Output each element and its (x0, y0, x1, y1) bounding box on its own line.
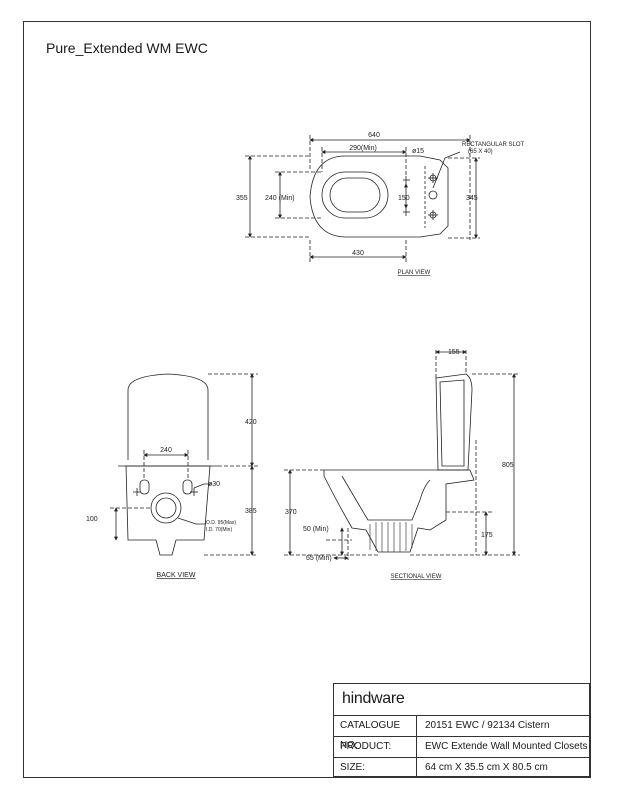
title-block-row-size: SIZE: 64 cm X 35.5 cm X 80.5 cm (334, 758, 589, 778)
back-view-caption: BACK VIEW (157, 572, 196, 579)
plan-dim-355: 355 (236, 195, 248, 202)
size-label: SIZE: (334, 758, 417, 778)
back-dim-30: ø30 (208, 481, 220, 488)
plan-dim-290: 290(Min) (349, 145, 377, 152)
title-block: hindware CATALOGUE NO: 20151 EWC / 92134… (333, 683, 590, 778)
brand-logo: hindware (334, 684, 589, 716)
section-dim-370: 370 (285, 509, 297, 516)
back-bowl (125, 465, 211, 556)
drawing-title: Pure_Extended WM EWC (46, 40, 208, 56)
catalogue-value: 20151 EWC / 92134 Cistern (425, 720, 550, 731)
plan-dim-640: 640 (368, 132, 380, 139)
sectional-view-labels: 155 805 370 50 (Min) 175 65 (Min) SECTIO… (285, 349, 514, 580)
back-dim-30-leader (193, 483, 212, 489)
plan-view-labels: 640 290(Min) ø15 RECTANGULAR SLOT (65 X … (236, 132, 525, 276)
back-view-labels: 420 240 ø30 385 100 O.D. 95(Max) I.D. 70… (86, 419, 257, 579)
plan-dim-15: ø15 (412, 148, 424, 155)
section-dim-805: 805 (502, 462, 514, 469)
back-dim-240: 240 (160, 447, 172, 454)
back-view (110, 373, 258, 556)
back-dim-100: 100 (86, 516, 98, 523)
plan-cistern (419, 155, 449, 238)
plan-slot-leader (432, 151, 461, 189)
back-outlet-leader (177, 517, 206, 525)
section-dim-65: 65 (Min) (306, 555, 332, 562)
title-block-row-product: PRODUCT: EWC Extende Wall Mounted Closet… (334, 737, 589, 758)
back-cistern (127, 373, 209, 460)
product-label: PRODUCT: (334, 737, 417, 757)
plan-view-caption: PLAN VIEW (398, 270, 431, 276)
plan-dim-240: 240 (Min) (265, 195, 295, 202)
plan-bowl-outline (309, 155, 420, 238)
plan-seat (321, 171, 389, 219)
section-dim-155: 155 (448, 349, 460, 356)
product-value: EWC Extende Wall Mounted Closets (425, 741, 588, 752)
section-dim-50: 50 (Min) (303, 526, 329, 533)
back-outlet-inner (155, 497, 177, 519)
sectional-view-caption: SECTIONAL VIEW (391, 574, 442, 580)
back-dim-420: 420 (245, 419, 257, 426)
section-cistern (435, 373, 473, 471)
back-od: O.D. 95(Max) (206, 520, 236, 526)
plan-slot-label: RECTANGULAR SLOT (462, 142, 525, 148)
drawing-frame (23, 21, 591, 778)
catalogue-label: CATALOGUE NO: (334, 716, 417, 751)
plan-slot-size: (65 X 40) (468, 149, 493, 155)
plan-dim-345: 345 (466, 195, 478, 202)
title-block-row-catalogue: CATALOGUE NO: 20151 EWC / 92134 Cistern (334, 716, 589, 751)
back-id: I.D. 70(Min) (206, 527, 232, 533)
sectional-view (284, 350, 520, 560)
plan-dim-430: 430 (352, 250, 364, 257)
back-dim-385: 385 (245, 508, 257, 515)
plan-dim-150: 150 (398, 195, 410, 202)
size-value: 64 cm X 35.5 cm X 80.5 cm (425, 762, 548, 773)
section-trap (369, 522, 413, 552)
section-dim-175: 175 (481, 532, 493, 539)
section-bowl (323, 469, 475, 553)
back-outlet-outer (150, 492, 182, 524)
plan-hole-mid (428, 190, 438, 200)
plan-view (245, 135, 480, 262)
